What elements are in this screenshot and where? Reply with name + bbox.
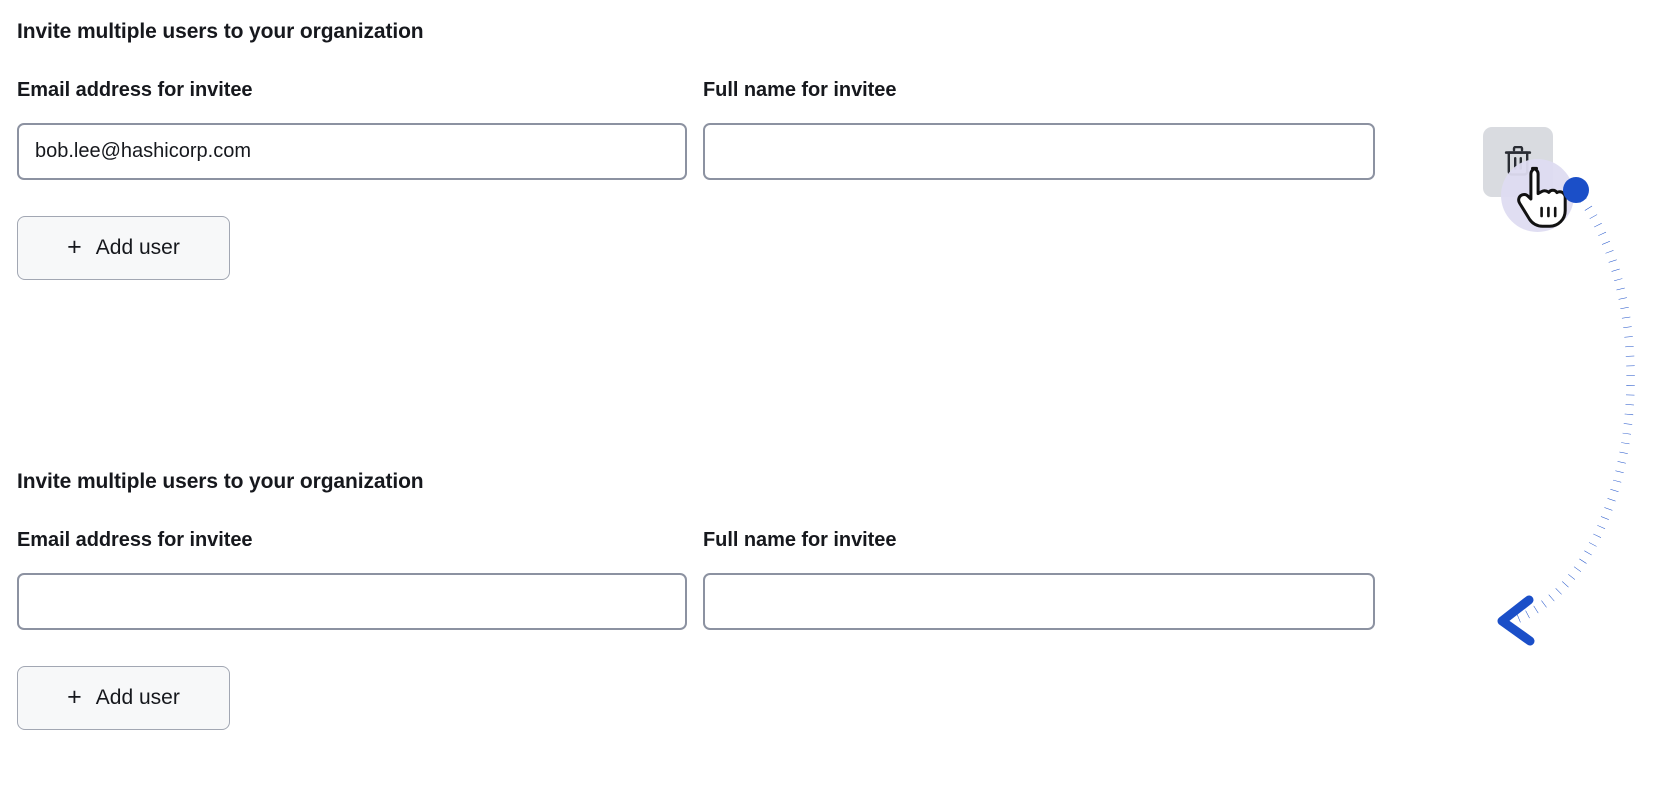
fullname-field-label: Full name for invitee bbox=[703, 529, 897, 551]
email-input[interactable] bbox=[17, 123, 687, 180]
add-user-button[interactable]: + Add user bbox=[17, 666, 230, 730]
invitee-field-row: Email address for invitee Full name for … bbox=[0, 78, 1672, 180]
fullname-field-group: Full name for invitee bbox=[703, 528, 1375, 630]
trash-icon bbox=[1503, 146, 1533, 178]
email-field-group: Email address for invitee bbox=[17, 528, 687, 630]
section-title: Invite multiple users to your organizati… bbox=[17, 470, 424, 493]
add-user-button[interactable]: + Add user bbox=[17, 216, 230, 280]
fullname-input[interactable] bbox=[703, 573, 1375, 630]
add-user-label: Add user bbox=[95, 686, 180, 709]
email-field-label: Email address for invitee bbox=[17, 529, 253, 551]
plus-icon: + bbox=[67, 682, 82, 711]
add-user-label: Add user bbox=[95, 236, 180, 259]
fullname-input[interactable] bbox=[703, 123, 1375, 180]
plus-icon: + bbox=[67, 232, 82, 261]
fullname-field-group: Full name for invitee bbox=[703, 78, 1375, 180]
email-field-group: Email address for invitee bbox=[17, 78, 687, 180]
arrow-head-icon bbox=[1497, 595, 1535, 646]
section-title: Invite multiple users to your organizati… bbox=[17, 20, 424, 43]
invitee-field-row: Email address for invitee Full name for … bbox=[0, 528, 1672, 630]
email-field-label: Email address for invitee bbox=[17, 79, 253, 101]
delete-invitee-button[interactable] bbox=[1483, 127, 1553, 197]
arrow-start-dot bbox=[1563, 177, 1589, 203]
fullname-field-label: Full name for invitee bbox=[703, 79, 897, 101]
email-input[interactable] bbox=[17, 573, 687, 630]
